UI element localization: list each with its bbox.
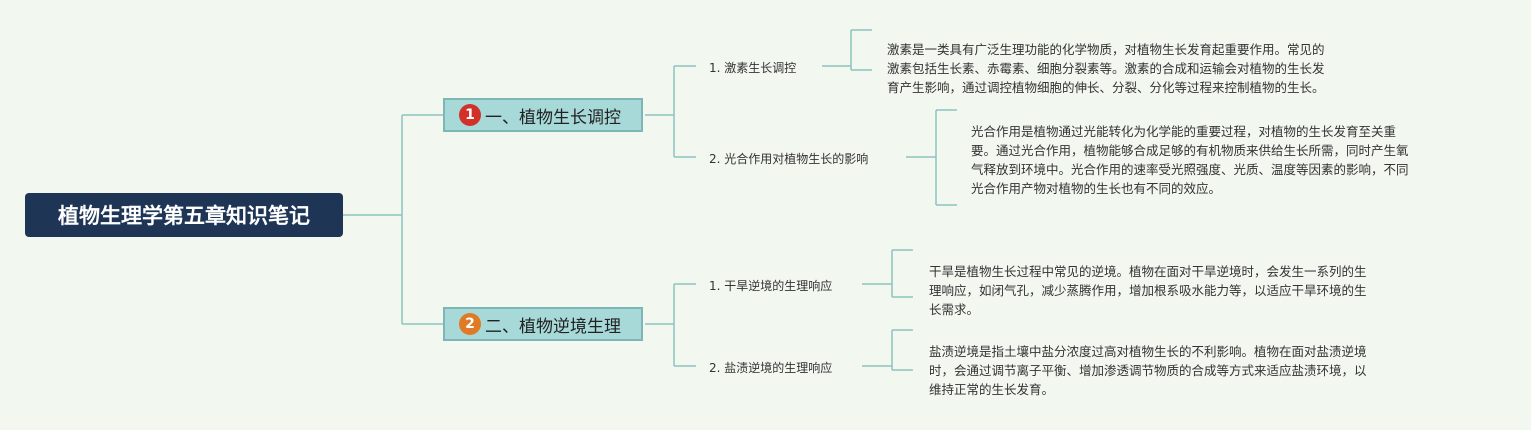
note-line: 维持正常的生长发育。 (929, 382, 1055, 397)
sub-node-label: 2. 盐渍逆境的生理响应 (709, 361, 833, 375)
sub-node-label: 1. 激素生长调控 (709, 61, 797, 75)
sub-node-photosynthesis[interactable]: 2. 光合作用对植物生长的影响 (709, 150, 868, 167)
note-line: 要。通过光合作用，植物能够合成足够的有机物质来供给生长所需，同时产生氧 (971, 143, 1409, 158)
note-line: 光合作用是植物通过光能转化为化学能的重要过程，对植物的生长发育至关重 (971, 124, 1397, 139)
sub-node-hormone-regulation[interactable]: 1. 激素生长调控 (709, 59, 796, 76)
branch-node-growth-regulation[interactable]: 1 一、植物生长调控 (443, 98, 643, 132)
sub-node-label: 2. 光合作用对植物生长的影响 (709, 152, 869, 166)
note-line: 干旱是植物生长过程中常见的逆境。植物在面对干旱逆境时，会发生一系列的生 (929, 264, 1367, 279)
note-hormone-regulation: 激素是一类具有广泛生理功能的化学物质，对植物生长发育起重要作用。常见的 激素包括… (887, 40, 1357, 97)
note-drought-response: 干旱是植物生长过程中常见的逆境。植物在面对干旱逆境时，会发生一系列的生 理响应，… (929, 262, 1419, 319)
note-line: 长需求。 (929, 302, 980, 317)
note-line: 育产生影响，通过调控植物细胞的伸长、分裂、分化等过程来控制植物的生长。 (887, 80, 1325, 95)
branch-label: 二、植物逆境生理 (485, 316, 621, 337)
number-badge-icon: 2 (459, 313, 481, 335)
sub-node-label: 1. 干旱逆境的生理响应 (709, 279, 833, 293)
note-line: 光合作用产物对植物的生长也有不同的效应。 (971, 181, 1222, 196)
note-photosynthesis: 光合作用是植物通过光能转化为化学能的重要过程，对植物的生长发育至关重 要。通过光… (971, 122, 1461, 198)
note-line: 盐渍逆境是指土壤中盐分浓度过高对植物生长的不利影响。植物在面对盐渍逆境 (929, 344, 1367, 359)
note-line: 激素包括生长素、赤霉素、细胞分裂素等。激素的合成和运输会对植物的生长发 (887, 61, 1325, 76)
branch-node-stress-physiology[interactable]: 2 二、植物逆境生理 (443, 307, 643, 341)
note-line: 时，会通过调节离子平衡、增加渗透调节物质的合成等方式来适应盐渍环境，以 (929, 363, 1367, 378)
root-title: 植物生理学第五章知识笔记 (58, 204, 310, 228)
root-node[interactable]: 植物生理学第五章知识笔记 (25, 193, 343, 237)
sub-node-drought-response[interactable]: 1. 干旱逆境的生理响应 (709, 277, 832, 294)
note-line: 理响应，如闭气孔，减少蒸腾作用，增加根系吸水能力等，以适应干旱环境的生 (929, 283, 1367, 298)
branch-label: 一、植物生长调控 (485, 107, 621, 128)
note-salinity-response: 盐渍逆境是指土壤中盐分浓度过高对植物生长的不利影响。植物在面对盐渍逆境 时，会通… (929, 342, 1419, 399)
number-badge-icon: 1 (459, 104, 481, 126)
note-line: 激素是一类具有广泛生理功能的化学物质，对植物生长发育起重要作用。常见的 (887, 42, 1325, 57)
sub-node-salinity-response[interactable]: 2. 盐渍逆境的生理响应 (709, 359, 832, 376)
note-line: 气释放到环境中。光合作用的速率受光照强度、光质、温度等因素的影响，不同 (971, 162, 1409, 177)
